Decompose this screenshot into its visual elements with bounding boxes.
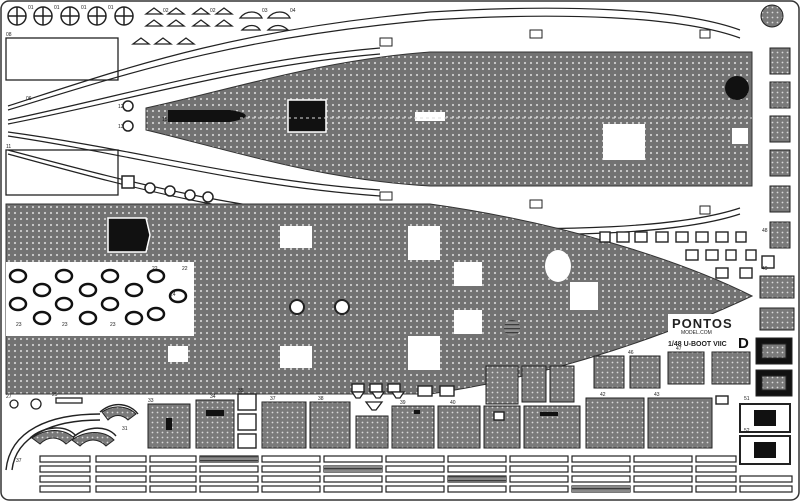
svg-text:37: 37 [270,396,276,402]
tiny-left-parts [9,397,83,410]
deck-lower [5,203,754,395]
svg-text:23: 23 [16,322,22,328]
svg-text:03: 03 [262,8,268,14]
svg-text:11: 11 [6,144,11,150]
svg-text:22: 22 [152,266,158,272]
svg-text:47: 47 [676,346,682,352]
svg-text:24: 24 [170,292,176,298]
svg-text:52: 52 [744,428,750,434]
product-title: 1/48 U-BOOT VIIC [668,341,727,348]
svg-text:22: 22 [182,266,188,272]
deck-grille [504,320,520,336]
svg-text:01: 01 [28,5,34,11]
rail-tabs [379,29,711,215]
svg-text:46: 46 [628,350,634,356]
deck-opening-left [107,217,151,253]
deck-hatch-slot [415,112,445,121]
svg-text:38: 38 [318,396,324,402]
deck-port-2 [334,299,350,315]
svg-text:12: 12 [118,104,124,110]
small-square-row [599,231,775,279]
svg-text:48: 48 [762,228,768,234]
svg-text:35: 35 [238,388,244,394]
deck-upper [145,51,753,187]
svg-text:08: 08 [6,32,12,38]
plate-marks [166,410,558,430]
svg-text:34: 34 [210,394,216,400]
eye-parts-grid [8,268,188,326]
brand-website: MODEL.COM [681,330,712,336]
plate-08 [5,37,119,81]
svg-text:06: 06 [26,96,32,102]
wheel-parts-row [7,6,134,26]
plate-11 [5,149,119,196]
svg-text:49: 49 [762,266,768,272]
svg-text:23: 23 [110,322,116,328]
hull-rail-upper [7,7,741,125]
deck-hatch-large [603,124,645,160]
svg-text:33: 33 [148,398,154,404]
svg-text:01: 01 [81,5,87,11]
svg-text:13: 13 [118,124,124,130]
deck-port-1 [289,299,305,315]
part-number-labels: 01 01 01 01 02 02 03 04 08 11 06 15 12 13 22 22 24 2… [6,5,768,464]
svg-text:40: 40 [450,400,456,406]
curved-rails [5,404,139,471]
svg-text:31: 31 [122,426,128,432]
svg-text:15: 15 [162,117,168,123]
svg-text:23: 23 [62,322,68,328]
svg-text:02: 02 [163,8,169,14]
deck-round-hatch [725,76,749,100]
svg-text:27: 27 [6,394,12,400]
deck-slot-14 [168,110,246,122]
deck-lower-divider [6,262,194,336]
small-round-parts [121,100,214,203]
svg-text:29: 29 [52,392,58,398]
deck-hatch-small [732,128,748,144]
fret-letter: D [738,335,749,352]
brand-logo-text: PONTOS [672,316,733,331]
svg-text:02: 02 [210,8,216,14]
logo-block [668,314,750,354]
svg-text:39: 39 [400,400,406,406]
svg-text:01: 01 [108,5,114,11]
svg-text:04: 04 [290,8,296,14]
svg-text:37: 37 [16,458,22,464]
right-column-parts [759,4,795,331]
svg-text:43: 43 [654,392,660,398]
svg-text:01: 01 [54,5,60,11]
svg-text:51: 51 [744,396,750,402]
t-brackets [350,391,406,411]
deck-lower-hatches [168,226,598,370]
bottom-plates [147,351,751,449]
svg-text:42: 42 [600,392,606,398]
deck-hatch-square [287,99,327,133]
